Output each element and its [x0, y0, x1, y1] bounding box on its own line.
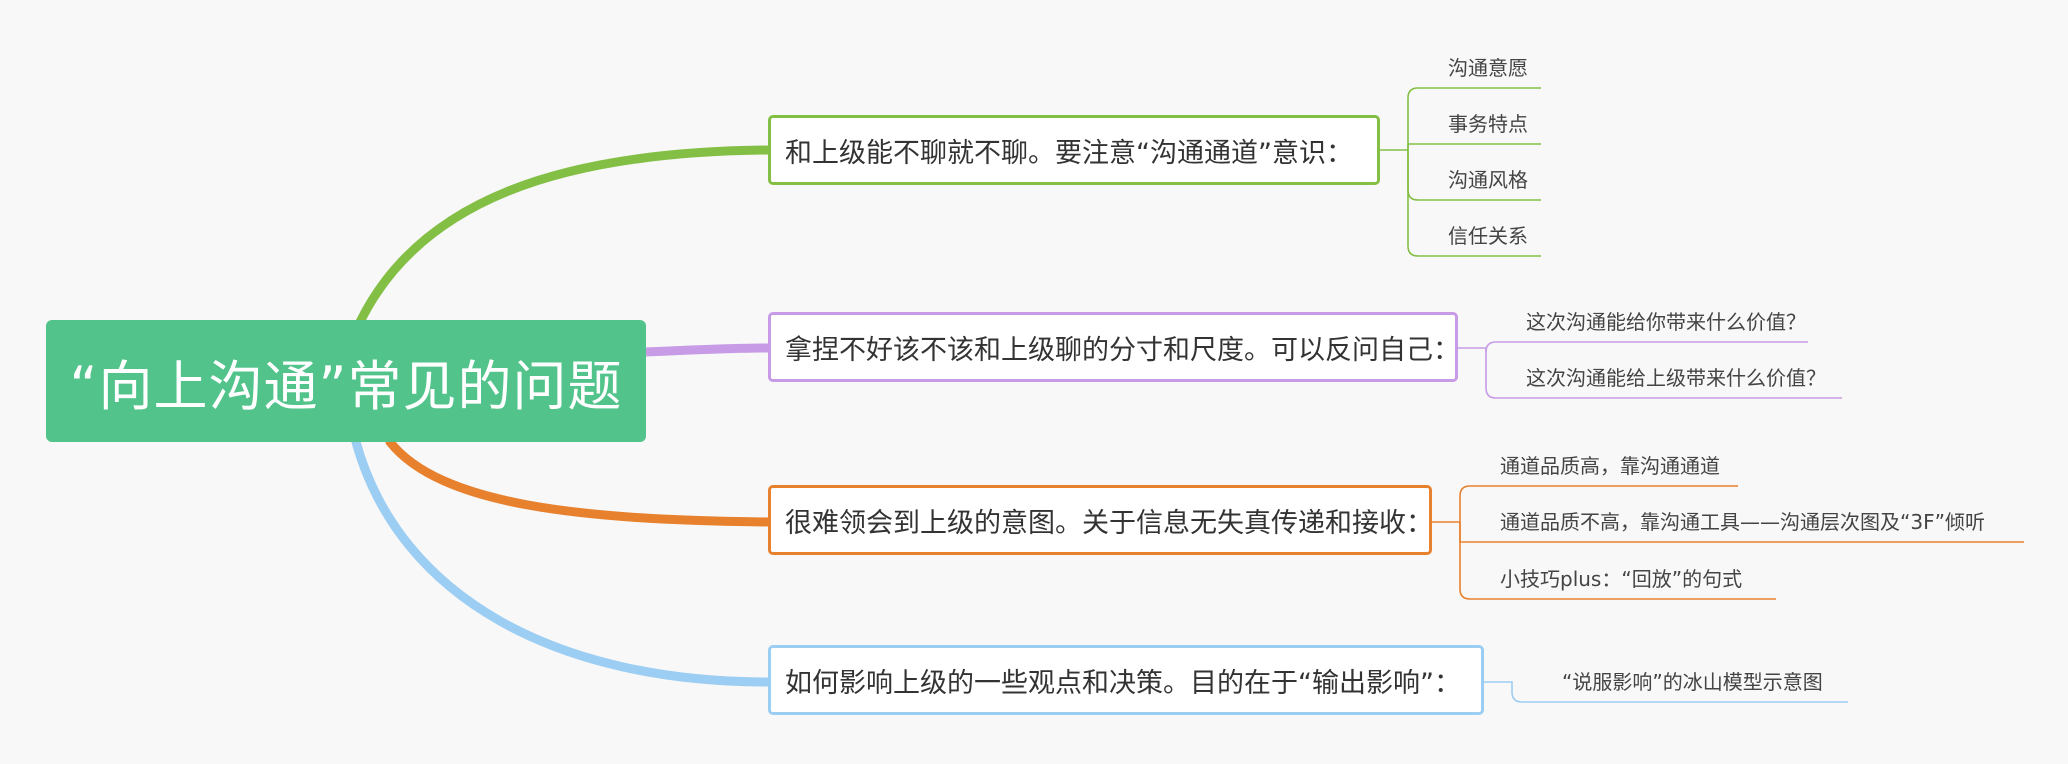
branch-topic-1[interactable]: 和上级能不聊就不聊。要注意“沟通通道”意识：: [768, 115, 1380, 185]
subtopic-1-3[interactable]: 沟通风格: [1448, 168, 1528, 192]
subtopic-4-1[interactable]: “说服影响”的冰山模型示意图: [1562, 670, 1823, 694]
branch-topic-3[interactable]: 很难领会到上级的意图。关于信息无失真传递和接收：: [768, 485, 1433, 555]
branch-topic-label: 很难领会到上级的意图。关于信息无失真传递和接收：: [785, 507, 1433, 539]
root-topic[interactable]: “向上沟通”常见的问题: [46, 320, 646, 442]
connector-group-branch-3: [1432, 485, 2024, 600]
subtopic-3-2[interactable]: 通道品质不高，靠沟通工具——沟通层次图及“3F”倾听: [1500, 510, 1985, 534]
branch-topic-label: 和上级能不聊就不聊。要注意“沟通通道”意识：: [785, 137, 1353, 169]
subtopic-1-4[interactable]: 信任关系: [1448, 224, 1528, 248]
connector-group-branch-2: [1458, 341, 1842, 399]
subtopic-2-2[interactable]: 这次沟通能给上级带来什么价值？: [1526, 366, 1826, 390]
connector-branch-4: [351, 437, 773, 687]
subtopic-3-3[interactable]: 小技巧plus：“回放”的句式: [1500, 567, 1743, 591]
subtopic-1-1[interactable]: 沟通意愿: [1448, 56, 1528, 80]
connector-group-branch-1: [1380, 87, 1541, 257]
branch-topic-label: 如何影响上级的一些观点和决策。目的在于“输出影响”：: [785, 667, 1461, 699]
subtopic-1-2[interactable]: 事务特点: [1448, 112, 1528, 136]
connector-group-branch-4: [1484, 681, 1848, 703]
subtopic-3-1[interactable]: 通道品质高，靠沟通通道: [1500, 454, 1720, 478]
branch-topic-label: 拿捏不好该不该和上级聊的分寸和尺度。可以反问自己：: [785, 334, 1460, 366]
subtopic-2-1[interactable]: 这次沟通能给你带来什么价值？: [1526, 310, 1806, 334]
root-topic-label: “向上沟通”常见的问题: [69, 354, 623, 418]
branch-topic-4[interactable]: 如何影响上级的一些观点和决策。目的在于“输出影响”：: [768, 645, 1484, 715]
branch-topic-2[interactable]: 拿捏不好该不该和上级聊的分寸和尺度。可以反问自己：: [768, 312, 1460, 382]
connector-branch-3: [385, 437, 773, 527]
connector-branch-1: [355, 145, 773, 327]
connector-branch-2: [645, 343, 769, 357]
